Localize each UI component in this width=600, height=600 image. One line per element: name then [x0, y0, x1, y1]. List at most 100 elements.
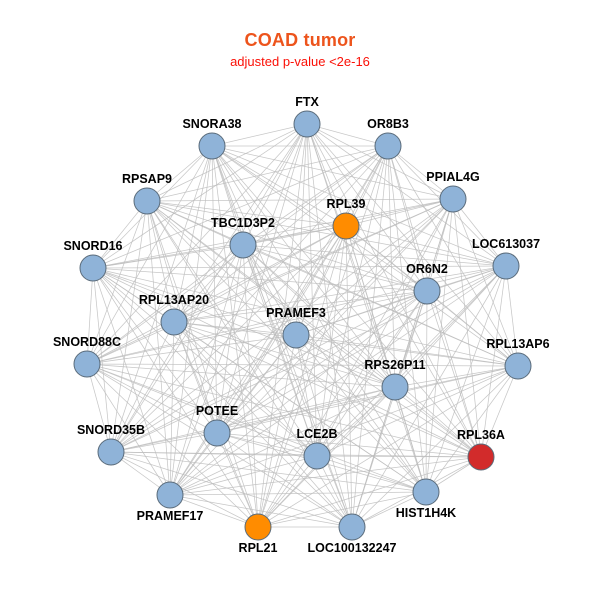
- gene-node-or6n2[interactable]: [413, 277, 441, 305]
- edge: [110, 200, 148, 453]
- gene-node-loc100132247[interactable]: [338, 513, 366, 541]
- edge: [92, 123, 308, 269]
- edge: [306, 123, 519, 367]
- nodes-layer: [73, 110, 532, 541]
- gene-node-rpl13ap20[interactable]: [160, 308, 188, 336]
- edge: [110, 321, 175, 453]
- gene-node-lce2b[interactable]: [303, 442, 331, 470]
- edge: [452, 198, 482, 458]
- edge: [86, 267, 94, 365]
- edge: [146, 198, 454, 202]
- edge: [216, 365, 519, 434]
- edge: [242, 123, 308, 246]
- gene-node-snord88c[interactable]: [73, 350, 101, 378]
- edge: [394, 386, 427, 493]
- gene-label-rpl39: RPL39: [327, 197, 366, 211]
- edge: [351, 290, 428, 528]
- edge: [110, 290, 428, 453]
- gene-node-rpsap9[interactable]: [133, 187, 161, 215]
- gene-node-rpl39[interactable]: [332, 212, 360, 240]
- edge: [242, 244, 318, 457]
- edge: [169, 455, 318, 496]
- edge: [92, 267, 428, 292]
- edge: [110, 451, 427, 493]
- edge: [211, 145, 454, 200]
- gene-node-snord16[interactable]: [79, 254, 107, 282]
- edge: [316, 365, 519, 457]
- edge: [216, 432, 259, 528]
- edge: [394, 265, 507, 388]
- gene-node-snora38[interactable]: [198, 132, 226, 160]
- gene-label-snord35b: SNORD35B: [77, 423, 145, 437]
- gene-label-rpl13ap20: RPL13AP20: [139, 293, 209, 307]
- gene-node-ftx[interactable]: [293, 110, 321, 138]
- edge: [216, 432, 482, 458]
- gene-node-tbc1d3p2[interactable]: [229, 231, 257, 259]
- gene-label-tbc1d3p2: TBC1D3P2: [211, 216, 275, 230]
- edge: [110, 123, 308, 453]
- edge: [425, 265, 507, 493]
- edge: [452, 198, 507, 267]
- edge: [211, 145, 347, 227]
- edge: [295, 290, 428, 336]
- gene-node-loc613037[interactable]: [492, 252, 520, 280]
- edge: [242, 244, 507, 267]
- gene-label-or6n2: OR6N2: [406, 262, 448, 276]
- edge: [216, 145, 389, 434]
- edge: [110, 198, 454, 453]
- edge: [211, 145, 244, 246]
- edge: [173, 321, 427, 493]
- gene-label-ppial4g: PPIAL4G: [426, 170, 480, 184]
- gene-node-rpl21[interactable]: [244, 513, 272, 541]
- edge: [306, 123, 347, 227]
- gene-node-rpl36a[interactable]: [467, 443, 495, 471]
- edge: [480, 265, 507, 458]
- edge: [169, 265, 507, 496]
- edge: [169, 334, 297, 496]
- edge: [306, 123, 427, 493]
- edge: [146, 200, 347, 227]
- edge: [110, 225, 347, 453]
- edge: [86, 145, 213, 365]
- edge: [257, 456, 482, 528]
- edge: [173, 321, 318, 457]
- gene-label-ftx: FTX: [295, 95, 319, 109]
- gene-node-pramef17[interactable]: [156, 481, 184, 509]
- edge: [146, 200, 428, 292]
- edge: [505, 265, 519, 367]
- gene-node-ppial4g[interactable]: [439, 185, 467, 213]
- edge: [351, 265, 507, 528]
- edge: [146, 123, 308, 202]
- gene-label-rpsap9: RPSAP9: [122, 172, 172, 186]
- gene-node-pramef3[interactable]: [282, 321, 310, 349]
- edge: [425, 365, 519, 493]
- gene-node-or8b3[interactable]: [374, 132, 402, 160]
- edge: [306, 123, 507, 267]
- edge: [316, 265, 507, 457]
- gene-node-snord35b[interactable]: [97, 438, 125, 466]
- gene-node-rps26p11[interactable]: [381, 373, 409, 401]
- gene-node-potee[interactable]: [203, 419, 231, 447]
- edge: [257, 225, 347, 528]
- gene-node-hist1h4k[interactable]: [412, 478, 440, 506]
- gene-label-loc100132247: LOC100132247: [308, 541, 397, 555]
- gene-node-rpl13ap6[interactable]: [504, 352, 532, 380]
- edge: [86, 363, 259, 528]
- edge: [110, 386, 396, 453]
- edge: [242, 244, 427, 493]
- edge: [173, 244, 244, 323]
- edge: [216, 290, 428, 434]
- edge: [169, 244, 244, 496]
- gene-label-snord88c: SNORD88C: [53, 335, 121, 349]
- edge: [316, 455, 427, 493]
- edge: [173, 290, 428, 323]
- edge: [211, 145, 259, 528]
- edge: [146, 145, 213, 202]
- edge: [146, 200, 297, 336]
- edge: [173, 198, 454, 323]
- edge: [452, 198, 519, 367]
- edge: [216, 244, 244, 434]
- edge: [173, 265, 507, 323]
- edge: [146, 200, 171, 496]
- edge: [295, 334, 519, 367]
